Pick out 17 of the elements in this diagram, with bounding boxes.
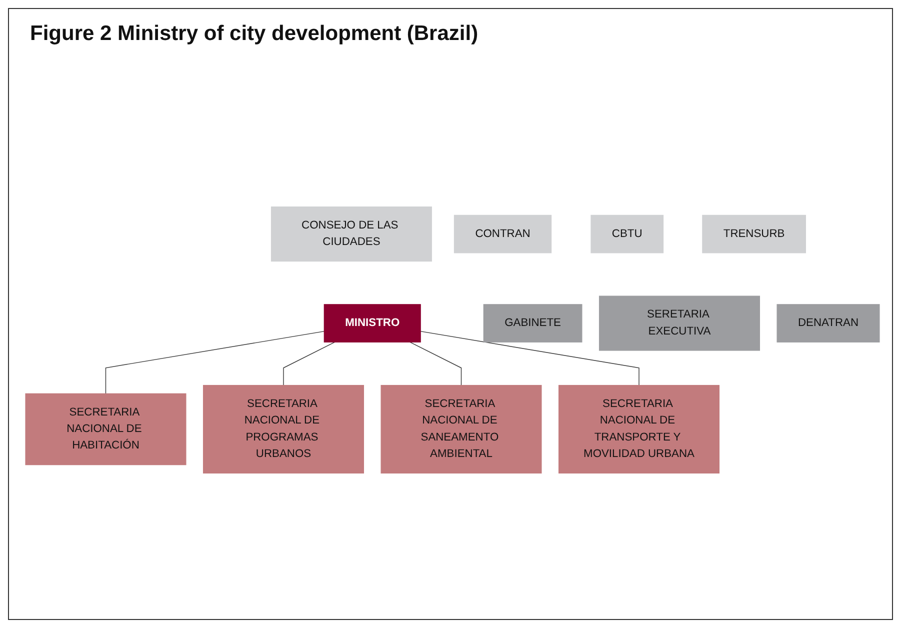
node-box: MINISTRO [324,304,421,342]
node-box: CONSEJO DE LAS CIUDADES [270,206,432,262]
node-box: SECRETARIA NACIONAL DE HABITACIÓN [25,393,186,466]
node-box: GABINETE [483,304,582,342]
connector [410,342,462,386]
connector [105,330,325,394]
node-box: SECRETARIA NACIONAL DE TRANSPORTE Y MOVILIDAD URBANA [558,384,720,474]
node-box: SERETARIA EXECUTIVA [598,296,760,351]
connector [420,330,640,386]
node-box: CBTU [590,214,664,254]
figure-title: Figure 2 Ministry of city development (Brazil) [30,22,478,46]
connector [283,342,336,386]
node-box: CONTRAN [454,214,552,254]
node-box: SECRETARIA NACIONAL DE SANEAMENTO AMBIENTAL [380,384,542,474]
node-box: DENATRAN [776,304,880,342]
node-box: SECRETARIA NACIONAL DE PROGRAMAS URBANOS [202,384,364,474]
node-box: TRENSURB [702,214,806,254]
